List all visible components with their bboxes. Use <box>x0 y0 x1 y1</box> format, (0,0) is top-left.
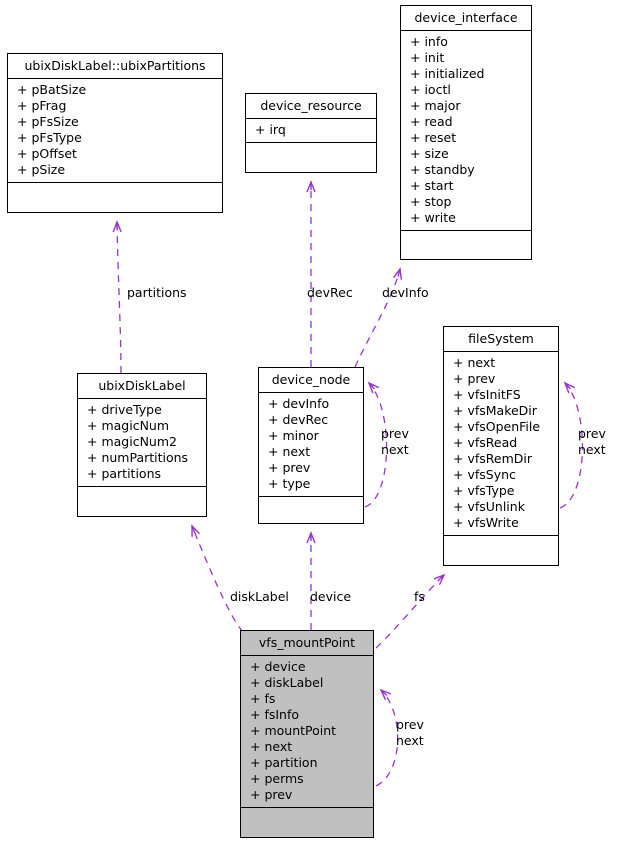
edge-label-devinfo: devInfo <box>382 285 429 300</box>
class-title: fileSystem <box>444 327 558 352</box>
class-box-ubix-disk-label[interactable]: ubixDiskLabel + driveType + magicNum + m… <box>77 373 207 517</box>
class-box-device-interface[interactable]: device_interface + info + init + initial… <box>400 5 532 260</box>
attribute: + devRec <box>268 412 329 427</box>
attribute: + major <box>410 98 461 113</box>
attribute: + pBatSize <box>17 82 87 97</box>
class-box-device-node[interactable]: device_node + devInfo + devRec + minor +… <box>258 367 364 524</box>
class-attributes: + pBatSize + pFrag + pFsSize + pFsType +… <box>8 79 222 183</box>
attribute: + vfsRemDir <box>453 451 532 466</box>
edge-devinfo <box>354 267 403 368</box>
attribute: + vfsRead <box>453 435 518 450</box>
class-title: ubixDiskLabel::ubixPartitions <box>8 54 222 79</box>
class-attributes: + irq <box>246 119 376 143</box>
attribute: + prev <box>250 787 293 802</box>
attribute: + perms <box>250 771 304 786</box>
class-methods <box>401 231 531 253</box>
class-box-filesystem[interactable]: fileSystem + next + prev + vfsInitFS + v… <box>443 326 559 566</box>
edge-label-devrec: devRec <box>307 285 353 300</box>
edge-partitions <box>112 220 122 374</box>
class-title: ubixDiskLabel <box>78 374 206 399</box>
attribute: + pSize <box>17 162 66 177</box>
attribute: + next <box>268 444 311 459</box>
class-attributes: + info + init + initialized + ioctl + ma… <box>401 31 531 231</box>
attribute: + vfsUnlink <box>453 499 525 514</box>
attribute: + vfsSync <box>453 467 516 482</box>
attribute: + next <box>453 355 496 370</box>
class-methods <box>259 497 363 519</box>
attribute: + info <box>410 34 448 49</box>
attribute: + pFsSize <box>17 114 79 129</box>
attribute: + write <box>410 210 456 225</box>
class-title: device_node <box>259 368 363 393</box>
attribute: + mountPoint <box>250 723 337 738</box>
class-box-device-resource[interactable]: device_resource + irq <box>245 93 377 173</box>
attribute: + standby <box>410 162 475 177</box>
attribute: + start <box>410 178 454 193</box>
attribute: + type <box>268 476 311 491</box>
attribute: + pOffset <box>17 146 77 161</box>
attribute: + init <box>410 50 445 65</box>
attribute: + initialized <box>410 66 485 81</box>
class-title: device_interface <box>401 6 531 31</box>
attribute: + prev <box>268 460 311 475</box>
attribute: + partition <box>250 755 318 770</box>
edge-label-fs: fs <box>414 589 425 604</box>
edge-fs <box>375 573 446 649</box>
attribute: + reset <box>410 130 457 145</box>
edge-disklabel <box>191 524 244 633</box>
edge-label-disklabel: diskLabel <box>230 589 289 604</box>
class-methods <box>246 143 376 165</box>
edge-mountpoint-self <box>375 688 399 787</box>
class-attributes: + devInfo + devRec + minor + next + prev… <box>259 393 363 497</box>
attribute: + ioctl <box>410 82 451 97</box>
attribute: + vfsOpenFile <box>453 419 541 434</box>
attribute: + driveType <box>87 402 162 417</box>
attribute: + vfsMakeDir <box>453 403 537 418</box>
edge-label-prev-next-mountpoint: prev next <box>396 717 424 748</box>
edge-label-prev-next-device-node: prev next <box>381 426 409 457</box>
attribute: + numPartitions <box>87 450 189 465</box>
class-methods <box>8 183 222 205</box>
class-attributes: + next + prev + vfsInitFS + vfsMakeDir +… <box>444 352 558 536</box>
attribute: + partitions <box>87 466 162 481</box>
attribute: + fs <box>250 691 276 706</box>
attribute: + device <box>250 659 306 674</box>
attribute: + vfsInitFS <box>453 387 521 402</box>
class-methods <box>241 808 373 830</box>
class-box-ubix-partitions[interactable]: ubixDiskLabel::ubixPartitions + pBatSize… <box>7 53 223 213</box>
attribute: + vfsWrite <box>453 515 519 530</box>
attribute: + magicNum2 <box>87 434 177 449</box>
class-title: device_resource <box>246 94 376 119</box>
class-attributes: + driveType + magicNum + magicNum2 + num… <box>78 399 206 487</box>
attribute: + prev <box>453 371 496 386</box>
class-attributes: + device + diskLabel + fs + fsInfo + mou… <box>241 656 373 808</box>
attribute: + read <box>410 114 453 129</box>
attribute: + pFrag <box>17 98 67 113</box>
attribute: + vfsType <box>453 483 515 498</box>
attribute: + devInfo <box>268 396 330 411</box>
attribute: + diskLabel <box>250 675 324 690</box>
class-methods <box>444 536 558 558</box>
attribute: + next <box>250 739 293 754</box>
class-box-vfs-mountpoint[interactable]: vfs_mountPoint + device + diskLabel + fs… <box>240 630 374 838</box>
attribute: + irq <box>255 122 286 137</box>
edge-label-prev-next-filesystem: prev next <box>578 426 606 457</box>
class-methods <box>78 487 206 509</box>
attribute: + minor <box>268 428 319 443</box>
attribute: + magicNum <box>87 418 170 433</box>
edge-label-partitions: partitions <box>127 285 187 300</box>
class-title: vfs_mountPoint <box>241 631 373 656</box>
attribute: + fsInfo <box>250 707 300 722</box>
attribute: + size <box>410 146 449 161</box>
edge-label-device: device <box>310 589 352 604</box>
attribute: + pFsType <box>17 130 82 145</box>
attribute: + stop <box>410 194 452 209</box>
